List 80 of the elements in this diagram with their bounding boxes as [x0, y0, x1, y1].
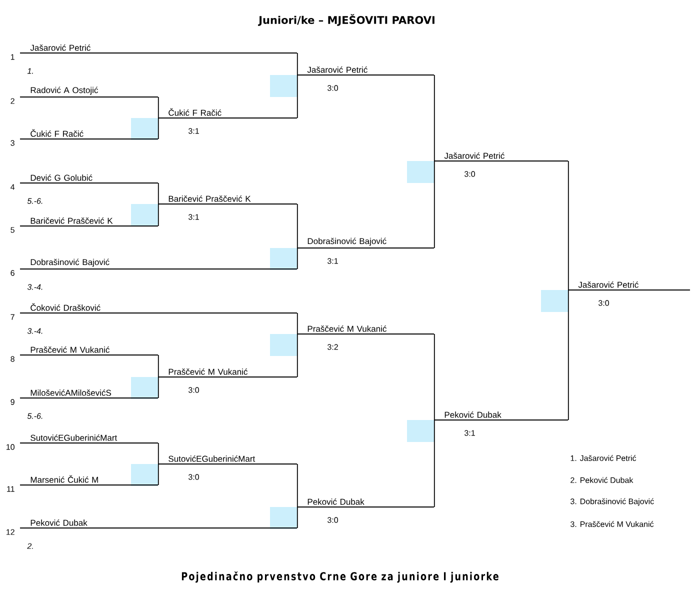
title: Juniori/ke – MJEŠOVITI PAROVI: [258, 14, 434, 26]
bracket-line: [296, 52, 298, 76]
bracket-slot: Jašarović Petrić: [434, 152, 568, 162]
match-score: 3:0: [188, 474, 200, 480]
bracket-slot: Jašarović Petrić: [568, 281, 690, 290]
bracket-slot: Dobrašinović Bajović: [296, 238, 434, 248]
match-score: 3:0: [328, 85, 338, 91]
bracket-slot: Praščević M Vukanić: [158, 368, 298, 378]
bracket-line: [296, 464, 298, 508]
bracket-line: [434, 160, 435, 248]
bracket-slot: Praščević M Vukanić: [20, 346, 158, 356]
bracket-line: [296, 312, 298, 334]
bracket-line: [296, 334, 298, 378]
bracket-line: [296, 506, 298, 528]
match-score: 3:1: [188, 128, 199, 134]
caption: Pojedinačno prvenstvo Crne Gore za juniore I juniorke: [182, 571, 498, 583]
bracket-line: [158, 182, 159, 204]
bracket-line: [158, 204, 159, 226]
bracket-slot: Praščević M Vukanić: [296, 325, 434, 334]
bracket-line: [434, 334, 435, 420]
standings-entry: 2. Peković Dubak: [570, 477, 634, 483]
seed-number: 1: [10, 54, 14, 60]
bracket-line: [158, 464, 159, 486]
bracket-line: [568, 290, 569, 420]
match-score: 3:2: [328, 344, 338, 350]
bracket-line: [158, 442, 159, 464]
bracket-line: [296, 248, 298, 270]
bracket-slot: Čukić F Račić: [158, 108, 298, 118]
placement-note: 3.-4.: [27, 284, 42, 290]
seed-number: 8: [10, 356, 14, 362]
match-score: 3:0: [188, 387, 200, 393]
standings-entry: 3. Praščević M Vukanić: [570, 521, 654, 527]
seed-number: 9: [10, 399, 14, 405]
bracket-slot: Baričević Praščević K: [20, 217, 158, 226]
seed-number: 4: [10, 184, 15, 190]
placement-note: 5.-6.: [27, 198, 42, 204]
bracket-slot: Peković Dubak: [20, 519, 298, 528]
bracket-slot: Marsenić Čukić M: [20, 475, 158, 486]
seed-number: 5: [10, 227, 14, 233]
bracket-line: [158, 376, 159, 398]
bracket-slot: Jašarović Petrić: [20, 44, 298, 54]
match-score: 3:0: [464, 171, 476, 177]
standings-entry: 3. Dobrašinović Bajović: [570, 498, 654, 506]
match-score: 3:1: [188, 214, 199, 220]
bracket-line: [158, 354, 159, 378]
placement-note: 5.-6.: [27, 413, 42, 419]
standings-entry: 1. Jašarović Petrić: [570, 455, 636, 461]
bracket-line: [296, 74, 298, 118]
bracket-line: [158, 96, 159, 118]
seed-number: 12: [6, 529, 14, 535]
bracket-line: [434, 420, 435, 508]
bracket-slot: Jašarović Petrić: [296, 66, 434, 76]
bracket-slot: Peković Dubak: [296, 498, 434, 508]
bracket-slot: Peković Dubak: [434, 411, 568, 420]
seed-number: 3: [10, 140, 14, 146]
bracket-line: [296, 204, 298, 248]
bracket-slot: Baričević Praščević K: [158, 195, 298, 204]
bracket-slot: Dević G Golubić: [20, 174, 158, 184]
bracket-slot: Dobrašinović Bajović: [20, 258, 298, 270]
match-score: 3:0: [598, 300, 610, 306]
bracket-line: [158, 118, 159, 140]
match-score: 3:1: [328, 258, 338, 264]
seed-number: 11: [7, 486, 14, 492]
seed-number: 10: [6, 444, 14, 450]
seed-number: 6: [10, 270, 14, 276]
match-score: 3:1: [464, 430, 475, 436]
placement-note: 3.-4.: [27, 328, 42, 334]
bracket-slot: SutovićEGuberinićMart: [158, 455, 298, 464]
bracket-line: [568, 160, 569, 290]
match-score: 3:0: [328, 517, 338, 523]
bracket-slot: Radović A Ostojić: [20, 86, 158, 98]
bracket-slot: Čukić F Račić: [20, 129, 158, 140]
bracket-slot: MiloševićAMiloševićS: [20, 389, 158, 398]
seed-number: 7: [10, 314, 14, 320]
bracket-slot: Čoković Drašković: [20, 303, 298, 314]
bracket-line: [434, 74, 435, 162]
seed-number: 2: [10, 98, 14, 104]
placement-note: 2.: [27, 543, 33, 549]
bracket-slot: SutovićEGuberinićMart: [20, 434, 158, 444]
placement-note: 1.: [27, 68, 33, 74]
